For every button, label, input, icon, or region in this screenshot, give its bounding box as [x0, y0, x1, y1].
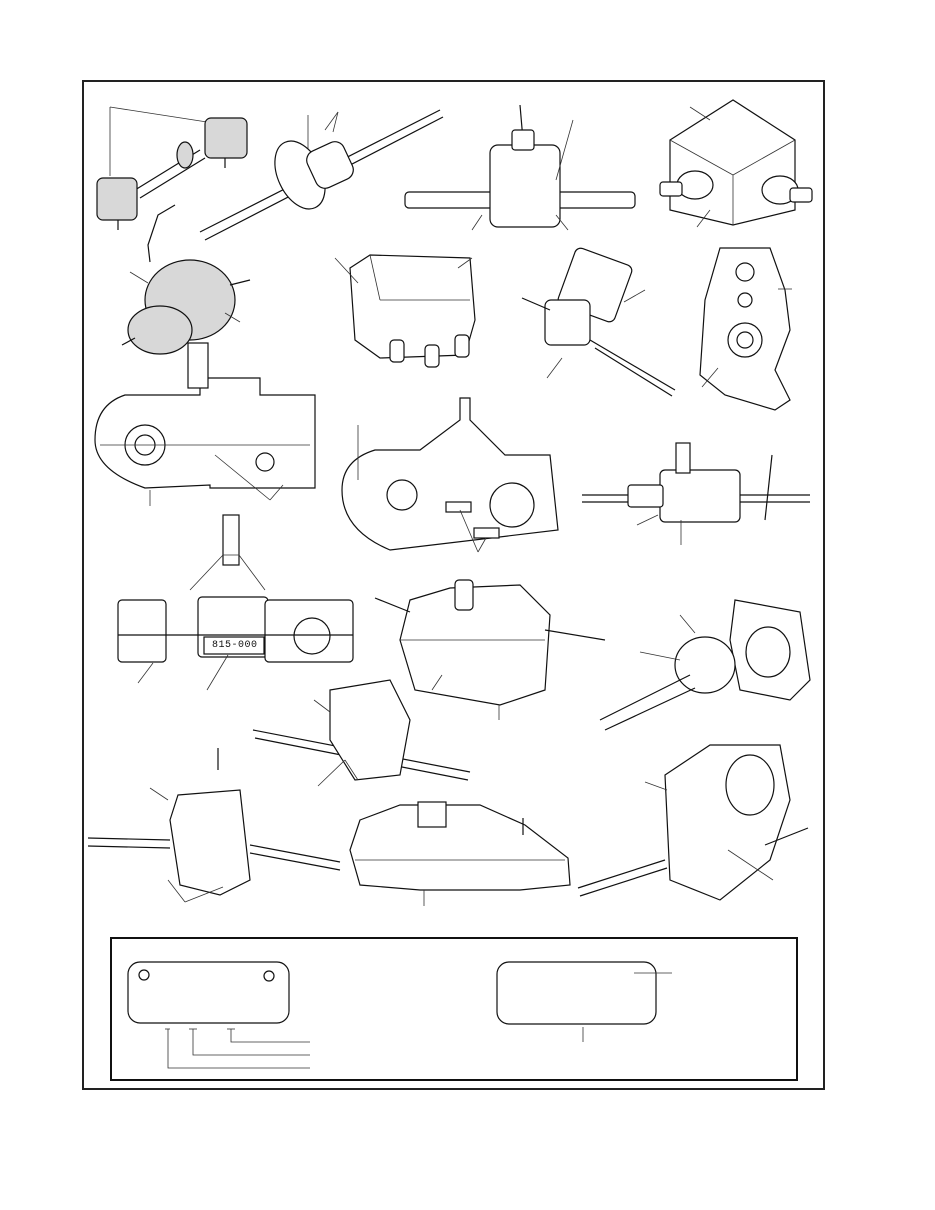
nameplates-panel [110, 937, 798, 1081]
fig-11-long-axle [582, 442, 810, 545]
fig-9-cutaway-side [94, 342, 316, 506]
fig-15-angled-transaxle [252, 679, 471, 787]
fig-5-stippled-transmission [121, 204, 251, 355]
fig-2-differential-sprocket [199, 109, 444, 241]
fig-1-right-angle-gearboxes [96, 106, 248, 230]
fig-3-transaxle-lever [404, 104, 636, 231]
nameplate-right [496, 961, 672, 1042]
fig-10-side-with-tags [341, 397, 559, 553]
fig-17-hydro-side [349, 801, 571, 906]
id-tag-label: 815-000 [212, 640, 258, 651]
nameplate-left [127, 961, 310, 1069]
fig-7-hydrostatic-unit [521, 247, 676, 397]
fig-6-bolted-gearbox [334, 254, 476, 368]
fig-12-front-with-tag [117, 514, 354, 691]
fig-13-hydro-isometric [374, 579, 606, 720]
fig-14-gear-reduction [599, 599, 811, 731]
fig-16-front-lever [87, 748, 341, 903]
fig-18-differential-housing [577, 744, 809, 901]
page-frame [82, 80, 825, 1090]
fig-8-cover-plate [699, 247, 792, 411]
fig-4-gearbox-housing [659, 99, 813, 228]
